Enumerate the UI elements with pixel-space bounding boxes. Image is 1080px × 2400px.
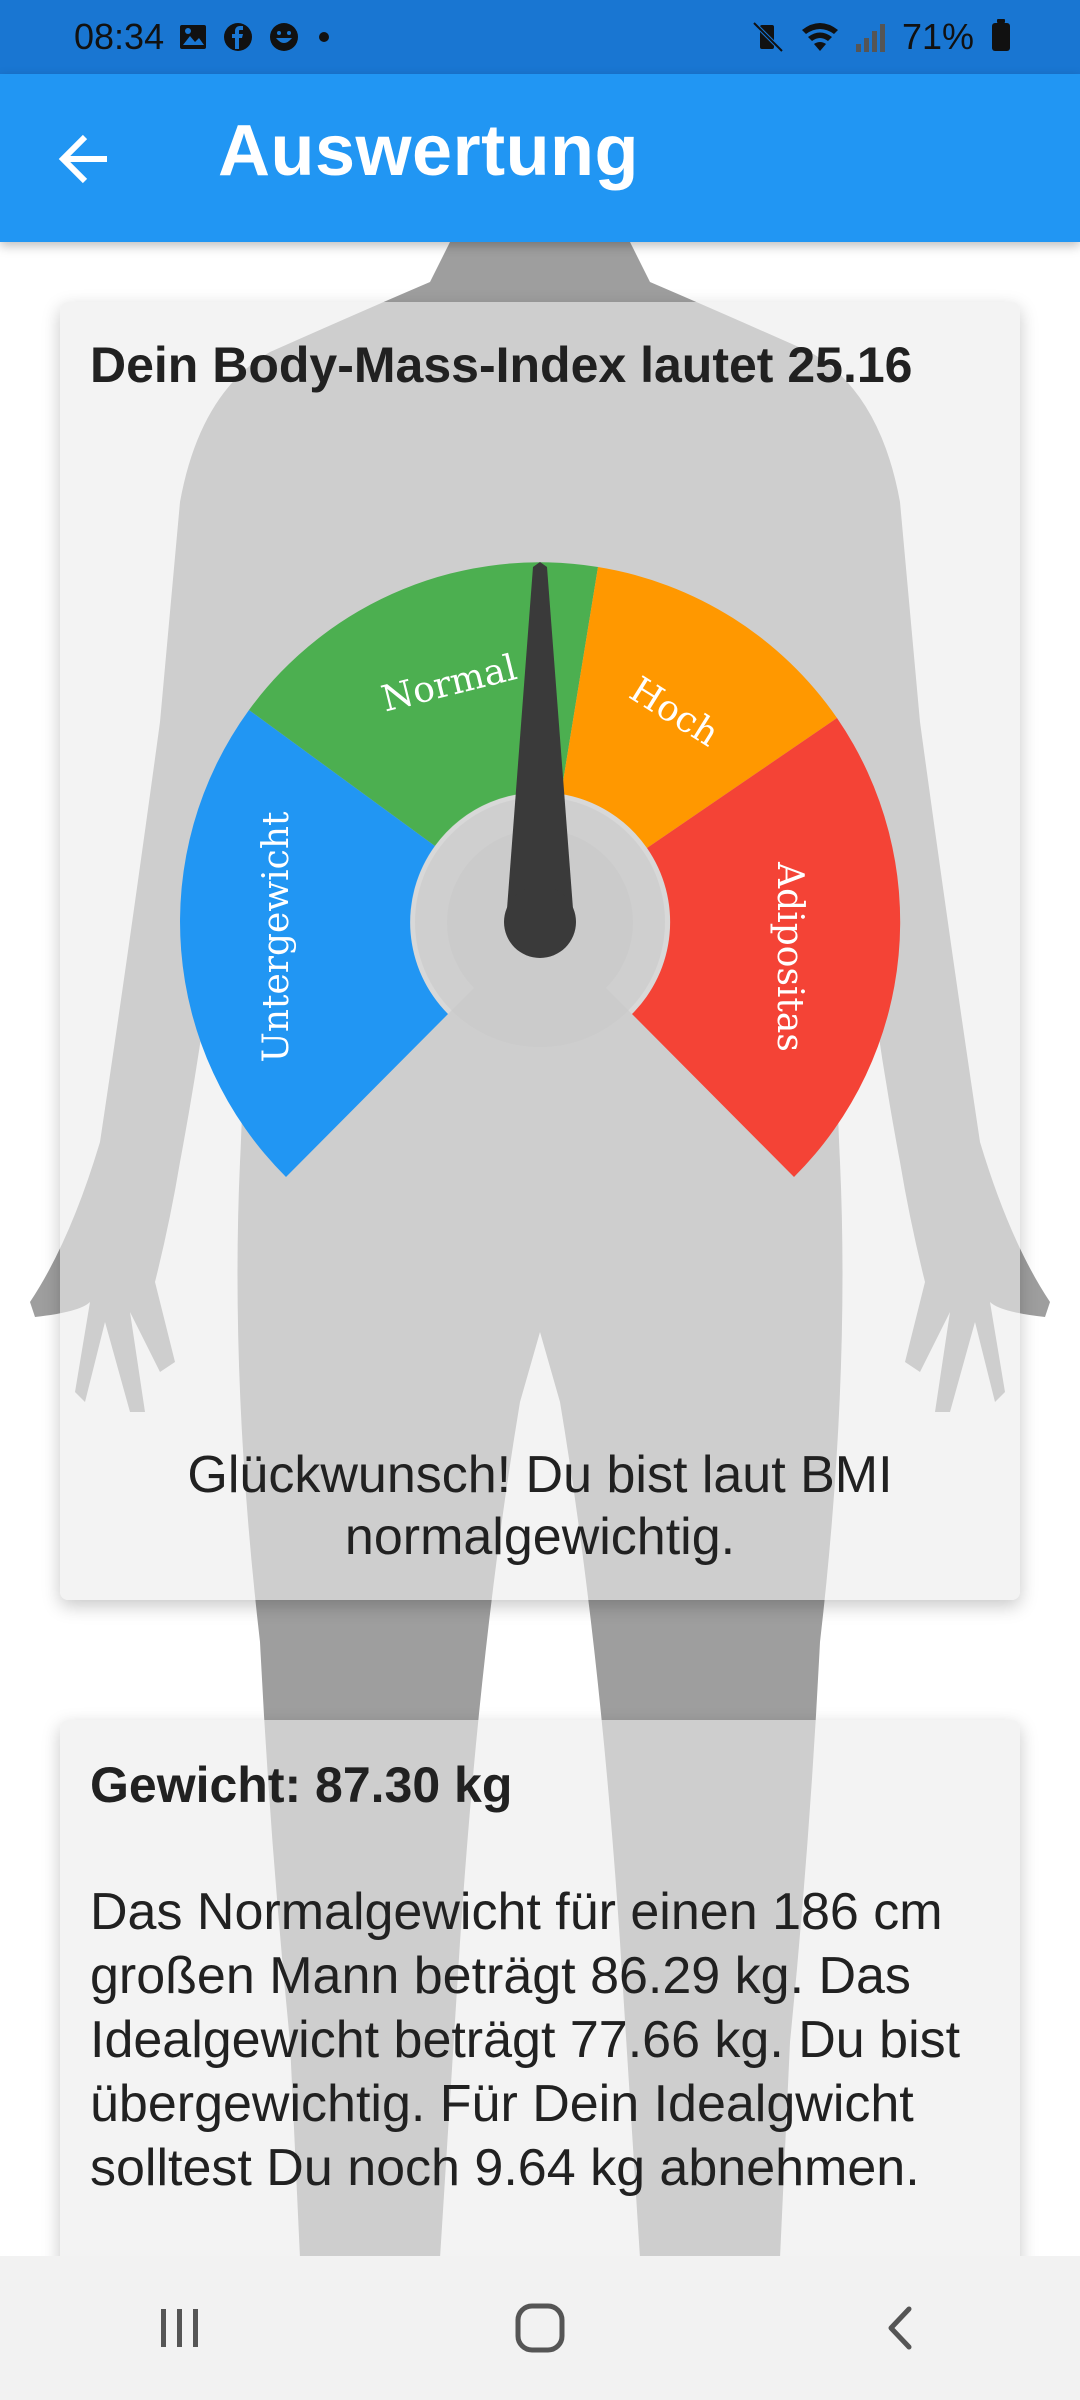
- segment-hoch: [561, 567, 837, 848]
- bmi-card: Dein Body-Mass-Index lautet 25.16 Unterg…: [60, 302, 1020, 1600]
- weight-card: Gewicht: 87.30 kg Das Normalgewicht für …: [60, 1720, 1020, 2280]
- back-button[interactable]: [40, 114, 130, 204]
- weight-title: Gewicht: 87.30 kg: [90, 1757, 513, 1813]
- label-untergewicht: Untergewicht: [256, 811, 297, 1063]
- segment-adipositas: [632, 718, 901, 1177]
- arrow-left-icon: [58, 134, 107, 184]
- label-adipositas: Adipositas: [769, 861, 810, 1052]
- wifi-icon: [801, 23, 838, 51]
- system-nav-bar: [0, 2256, 1080, 2400]
- recent-apps-button[interactable]: [100, 2268, 260, 2388]
- gauge-needle: [506, 562, 574, 922]
- page-title: Auswertung: [218, 111, 640, 191]
- image-icon: [180, 25, 207, 49]
- gauge-needle-hub: [504, 886, 576, 958]
- segment-untergewicht: [180, 710, 448, 1177]
- weight-description: Das Normalgewicht für einen 186 cm große…: [90, 1883, 961, 2197]
- status-left: 08:34: [74, 16, 334, 58]
- battery-icon: [992, 19, 1010, 51]
- mute-vibrate-icon: [752, 21, 784, 53]
- bmi-gauge: Untergewicht Normal Hoch Adipositas: [180, 562, 901, 1177]
- facebook-icon: [224, 23, 253, 51]
- signal-icon: [855, 24, 885, 52]
- battery-percent: 71%: [901, 16, 974, 57]
- home-button[interactable]: [460, 2268, 620, 2388]
- home-icon: [515, 2303, 565, 2353]
- bmi-title: Dein Body-Mass-Index lautet 25.16: [90, 337, 913, 393]
- nav-back-button[interactable]: [820, 2268, 980, 2388]
- status-time: 08:34: [74, 16, 165, 57]
- face-icon: [270, 23, 299, 51]
- status-right: 71%: [750, 16, 1010, 58]
- bmi-message: Glückwunsch! Du bist laut BMI normalgewi…: [187, 1446, 893, 1566]
- status-bar: 08:34: [0, 0, 1080, 74]
- segment-normal: [249, 562, 598, 846]
- recent-apps-icon: [161, 2309, 198, 2347]
- dot-icon: [319, 32, 330, 42]
- back-icon: [888, 2306, 912, 2350]
- app-bar: Auswertung: [0, 74, 1080, 242]
